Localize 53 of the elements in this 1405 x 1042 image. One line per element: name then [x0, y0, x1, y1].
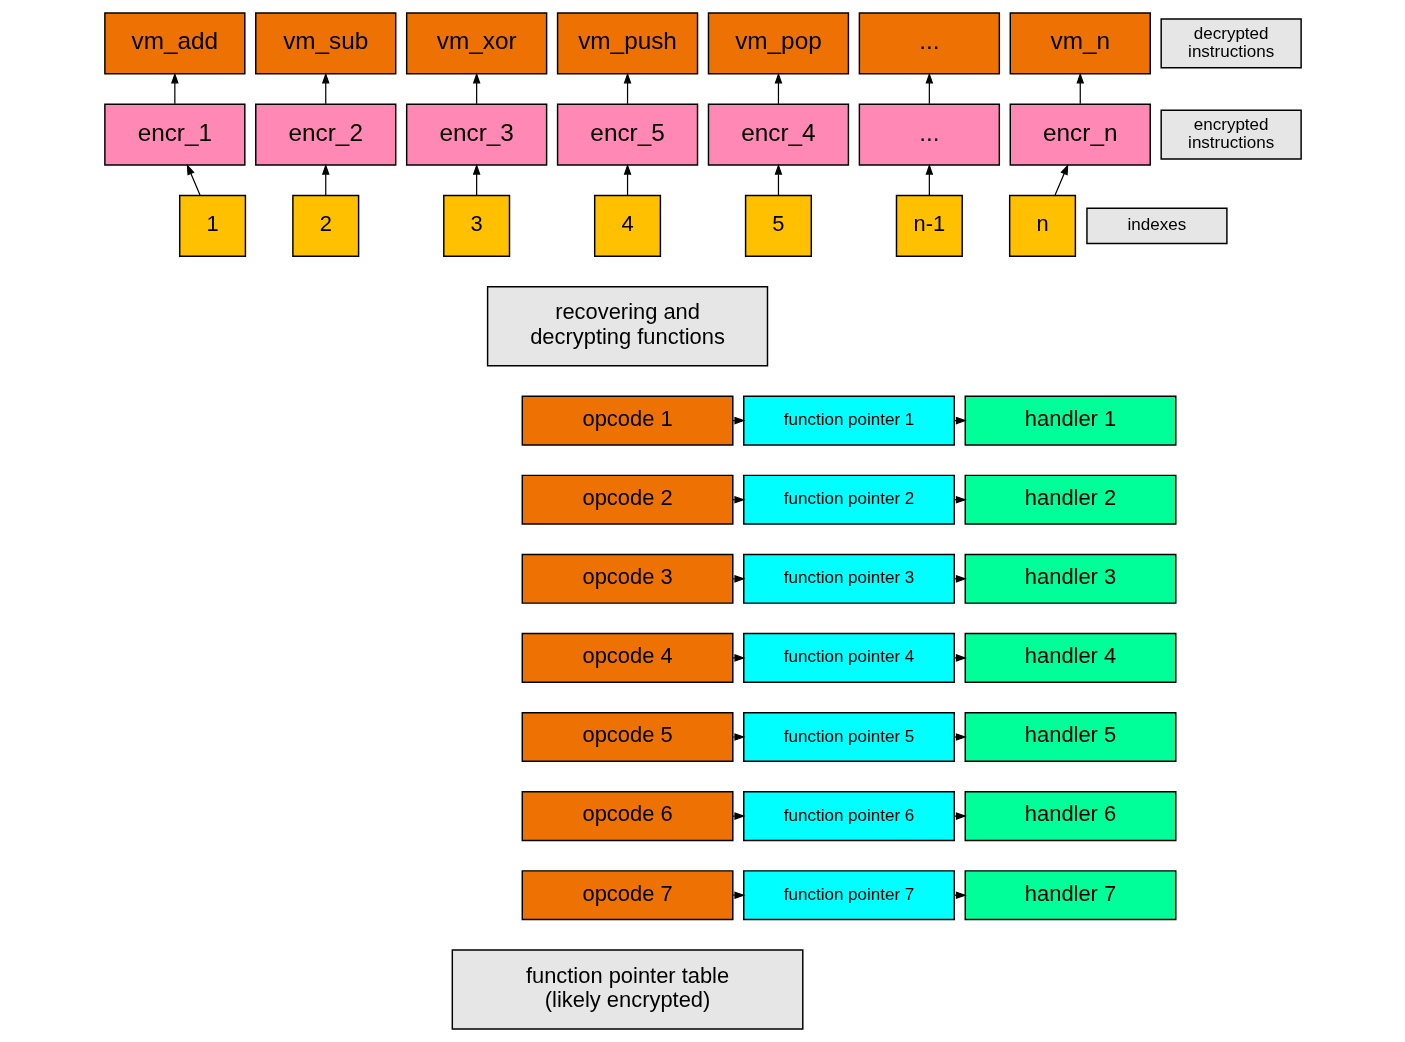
node-box: handler 7	[964, 870, 1176, 921]
node-box: encr_3	[405, 103, 547, 166]
node-box: 2	[291, 194, 359, 258]
arrow	[321, 163, 330, 196]
arrow	[186, 163, 201, 196]
node-box: vm_sub	[254, 12, 396, 75]
node-box: n	[1008, 194, 1076, 258]
node-box: 3	[442, 194, 510, 258]
node-box: encr_4	[707, 103, 849, 166]
arrow	[732, 812, 745, 820]
node-box: encrypted instructions	[1159, 109, 1302, 160]
arrow	[472, 72, 480, 105]
node-box: handler 5	[964, 711, 1176, 763]
arrow	[1075, 72, 1084, 105]
node-box: vm_push	[556, 12, 698, 75]
arrow	[732, 733, 745, 741]
node-box: vm_add	[103, 12, 246, 75]
arrow	[472, 163, 480, 196]
node-box: handler 1	[964, 395, 1176, 446]
node-box: function pointer table (likely encrypted)	[451, 949, 803, 1030]
node-box: ...	[858, 103, 1000, 166]
arrow	[321, 72, 330, 105]
node-box: vm_n	[1009, 12, 1151, 75]
node-box: 4	[593, 194, 661, 258]
node-box: encr_n	[1009, 103, 1151, 166]
arrow	[1054, 163, 1068, 196]
node-box: handler 2	[964, 474, 1176, 525]
arrow	[953, 654, 967, 662]
arrow	[774, 163, 782, 196]
arrow	[925, 72, 933, 105]
node-box: 1	[178, 194, 246, 258]
node-box: n-1	[895, 194, 963, 258]
arrow	[953, 733, 967, 741]
arrow	[623, 163, 631, 196]
node-box: decrypted instructions	[1159, 18, 1302, 69]
arrow	[953, 812, 967, 820]
node-box: vm_xor	[405, 12, 547, 75]
arrow	[732, 654, 745, 662]
node-box: handler 3	[964, 553, 1176, 604]
node-box: encr_1	[103, 103, 246, 166]
node-box: 5	[744, 194, 812, 258]
arrow	[170, 72, 179, 105]
node-box: ...	[858, 12, 1000, 75]
node-box: recovering and decrypting functions	[486, 286, 768, 367]
arrow	[925, 163, 933, 196]
node-box: handler 6	[964, 791, 1176, 842]
node-box: encr_5	[556, 103, 698, 166]
node-box: indexes	[1085, 207, 1228, 245]
node-box: handler 4	[964, 632, 1176, 683]
node-box: vm_pop	[707, 12, 849, 75]
node-box: encr_2	[254, 103, 396, 166]
arrow	[774, 72, 782, 105]
arrow	[623, 72, 631, 105]
